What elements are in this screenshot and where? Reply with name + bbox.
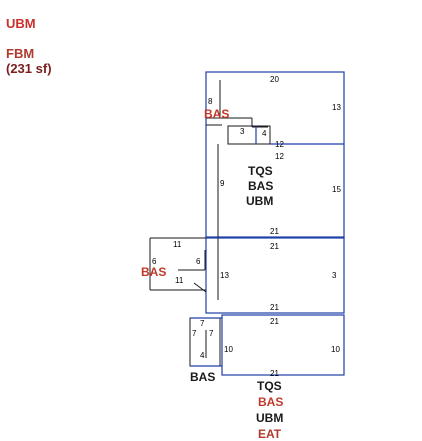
- dim-bump-bottom-11: 11: [175, 276, 184, 285]
- dim-top-left-8: 8: [208, 97, 213, 106]
- notch-box: [227, 125, 271, 145]
- floor-label: FBM: [6, 46, 35, 61]
- dim-top-width: 20: [270, 75, 279, 84]
- dim-mid2-left-13: 13: [220, 271, 229, 280]
- left-bump-diagonal: [193, 282, 207, 293]
- room-label-ubm-bottom: UBM: [256, 411, 284, 425]
- room-label-ubm-mid: UBM: [246, 194, 274, 208]
- area-label: (231 sf): [6, 61, 52, 76]
- dim-mid-top-21: 21: [270, 242, 279, 251]
- dim-notch-3: 3: [240, 127, 245, 136]
- room-label-bas-top: BAS: [204, 107, 230, 121]
- dim-box-right-7: 7: [209, 329, 214, 338]
- room-label-eat-bottom: EAT: [258, 427, 282, 441]
- dim-top-right-13: 13: [332, 103, 341, 112]
- room-label-tqs-mid: TQS: [248, 164, 273, 178]
- dim-mid-right-15: 15: [332, 185, 341, 194]
- dim-low-left-10: 10: [224, 345, 233, 354]
- dim-box-top-7: 7: [200, 319, 205, 328]
- dim-low-top-21: 21: [270, 317, 279, 326]
- page-title: UBM: [6, 16, 36, 31]
- bottom-left-box: [189, 317, 221, 367]
- room-label-bas-mid: BAS: [248, 179, 274, 193]
- dim-box-left-7: 7: [192, 329, 197, 338]
- dim-notch-12b: 12: [275, 152, 284, 161]
- middle-section-outline: [205, 236, 345, 314]
- dim-notch-12: 12: [275, 140, 284, 149]
- room-label-bas-left: BAS: [141, 265, 167, 279]
- dim-mid2-bottom-21: 21: [270, 303, 279, 312]
- room-label-bas-bottom: BAS: [258, 395, 284, 409]
- dim-box-bottom-4: 4: [200, 351, 205, 360]
- dim-mid2-right-13: 3: [332, 271, 337, 280]
- top-section-outline: [205, 71, 345, 239]
- dim-notch-4: 4: [262, 129, 267, 138]
- dim-bump-left-6: 6: [152, 257, 157, 266]
- dim-low-bottom-21: 21: [270, 369, 279, 378]
- room-label-tqs-bottom: TQS: [257, 379, 282, 393]
- bottom-section-outline: [221, 314, 345, 376]
- dim-bump-right-6: 6: [196, 257, 201, 266]
- dim-bump-top-11: 11: [173, 240, 182, 249]
- room-label-bas-bottom-left: BAS: [190, 370, 216, 384]
- dim-mid-left-9: 9: [220, 179, 225, 188]
- dim-mid-bottom-21: 21: [270, 227, 279, 236]
- dim-low-right-10: 10: [331, 345, 340, 354]
